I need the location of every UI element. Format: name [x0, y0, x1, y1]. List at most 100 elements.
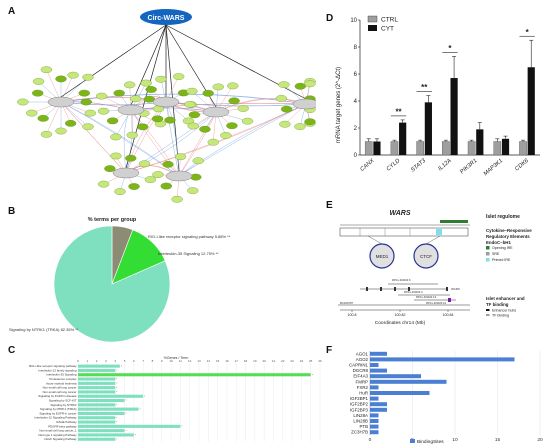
enrichment-row-label: Interleukin-35 Signaling: [46, 373, 77, 377]
enrichment-marker: *: [121, 364, 123, 368]
qpcr-ytick-label: 10: [350, 18, 357, 24]
qpcr-category-label: STAT3: [410, 157, 428, 173]
qpcr-sig-label: *: [526, 28, 530, 37]
binding-bar: [370, 391, 430, 395]
gene-node: [95, 92, 108, 100]
legend-label-sre: SRE: [492, 252, 500, 256]
qpcr-ylabel: mRNA target genes (2^-ΔCt): [336, 67, 342, 143]
enrichment-tick-label: 8: [152, 359, 154, 363]
gene-node: [17, 98, 29, 106]
qpcr-bar-cyt: [501, 138, 510, 155]
enrichment-tick-label: 23: [290, 359, 294, 363]
qpcr-ytick-label: 0: [354, 153, 358, 159]
gene-node: [32, 78, 45, 85]
enrichment-tick-label: 6: [133, 359, 135, 363]
qpcr-ytick-label: 8: [354, 45, 358, 51]
enrichment-marker: *: [126, 399, 128, 403]
network-nodes: [17, 66, 316, 203]
enrichment-marker: *: [116, 437, 118, 441]
mirna-node: [165, 170, 193, 182]
ctcf-circle: [413, 243, 439, 269]
enrichment-marker: *: [116, 420, 118, 424]
enrichment-bar: [78, 403, 116, 407]
gene-node: [173, 73, 185, 80]
qpcr-category-label: CDK6: [514, 157, 530, 172]
enrichment-marker: *: [144, 394, 146, 398]
binding-category-label: IGF2BP1: [350, 396, 369, 401]
gene-node: [202, 89, 214, 97]
binding-legend-label: BindingSites: [417, 439, 444, 445]
gene-node: [152, 171, 164, 178]
enrichment-row-label: Interleukin-12 family signaling: [38, 368, 76, 372]
med1-label: MED1: [376, 254, 389, 259]
gene-node: [84, 109, 96, 117]
enrichment-tick-label: 11: [179, 359, 182, 363]
gene-node: [26, 109, 38, 117]
gene-node: [171, 195, 183, 203]
gene-node: [128, 183, 140, 190]
legend-swatch-ctrl: [367, 15, 378, 23]
transcript-label-3: RP11-404M2.13: [416, 295, 437, 299]
enrichment-tick-label: 2: [96, 359, 98, 363]
enrichment-marker: *: [135, 433, 137, 437]
gene-edge: [46, 69, 62, 103]
qpcr-bar-ctrl: [390, 141, 399, 156]
gene-node: [160, 182, 172, 190]
gene-node: [97, 107, 110, 115]
mirna-node: [292, 98, 316, 110]
enrichment-tick-label: 4: [114, 359, 116, 363]
legend-cre-title: Cytokine–Responsive Regulatory Elements …: [486, 228, 533, 245]
gene-node: [145, 86, 157, 93]
binding-category-label: ZC3H7B: [351, 430, 368, 435]
enrichment-row-label: Islet type 1 signaling Pathway: [38, 433, 77, 437]
gene-node: [241, 117, 254, 125]
enrichment-row-label: Signaling by EGFR in cancer: [39, 411, 76, 415]
legend-label-enhancer: Enhancer hubs: [492, 309, 516, 313]
track-gene-title: WARS: [390, 210, 411, 217]
enrichment-row-label: Signaling by SCF-KIT: [49, 399, 77, 403]
enrichment-bar: [78, 424, 181, 428]
mirna-edge: [125, 111, 217, 174]
gene-node: [237, 105, 249, 112]
root-node-shape: [140, 9, 192, 25]
gene-node: [186, 87, 198, 95]
binding-category-label: IGF2BP2: [350, 402, 369, 407]
gene-node: [55, 75, 67, 83]
gene-node: [187, 187, 199, 195]
gene-node: [184, 101, 196, 108]
gene-node: [280, 105, 293, 113]
enrichment-tick-label: 25: [309, 359, 313, 363]
qpcr-ytick-label: 4: [354, 99, 358, 105]
gene-node: [124, 81, 136, 89]
gene-node: [138, 160, 151, 168]
enrichment-tick-label: 9: [161, 359, 163, 363]
legend-enhancer-title: Islet enhancer and TF binding: [486, 296, 526, 307]
binding-legend-swatch: [410, 439, 415, 443]
binding-tick-label: 20: [537, 437, 543, 443]
gene-node: [114, 188, 126, 195]
mirna-node: [152, 96, 180, 108]
mirna-edge: [60, 101, 127, 174]
panel-letter-f: F: [326, 345, 333, 356]
enrichment-tick-label: 18: [244, 359, 248, 363]
enrichment-tick-label: 12: [188, 359, 192, 363]
binding-tick-label: 15: [495, 437, 501, 443]
legend-swatch-primed: [486, 258, 490, 262]
gene-node: [226, 122, 238, 130]
enrichment-tick-label: 1: [86, 359, 88, 363]
network-edges: [22, 24, 311, 200]
enrichment-tick-label: 15: [216, 359, 220, 363]
med1-circle: [369, 243, 395, 269]
enrichment-bar: [78, 437, 116, 441]
gene-node: [82, 73, 94, 81]
coord-tick-2: 100.82: [395, 313, 406, 317]
qpcr-bars: ******: [364, 28, 535, 156]
gene-node: [40, 66, 53, 74]
binding-bar: [370, 407, 387, 412]
transcript-label-2: RP11-404M2.4: [404, 290, 423, 294]
gene-node: [137, 123, 149, 131]
legend-label-cyt: CYT: [381, 26, 394, 33]
gene-node: [80, 98, 92, 106]
coord-title: Coordinates chr14 (Mb): [375, 320, 426, 326]
